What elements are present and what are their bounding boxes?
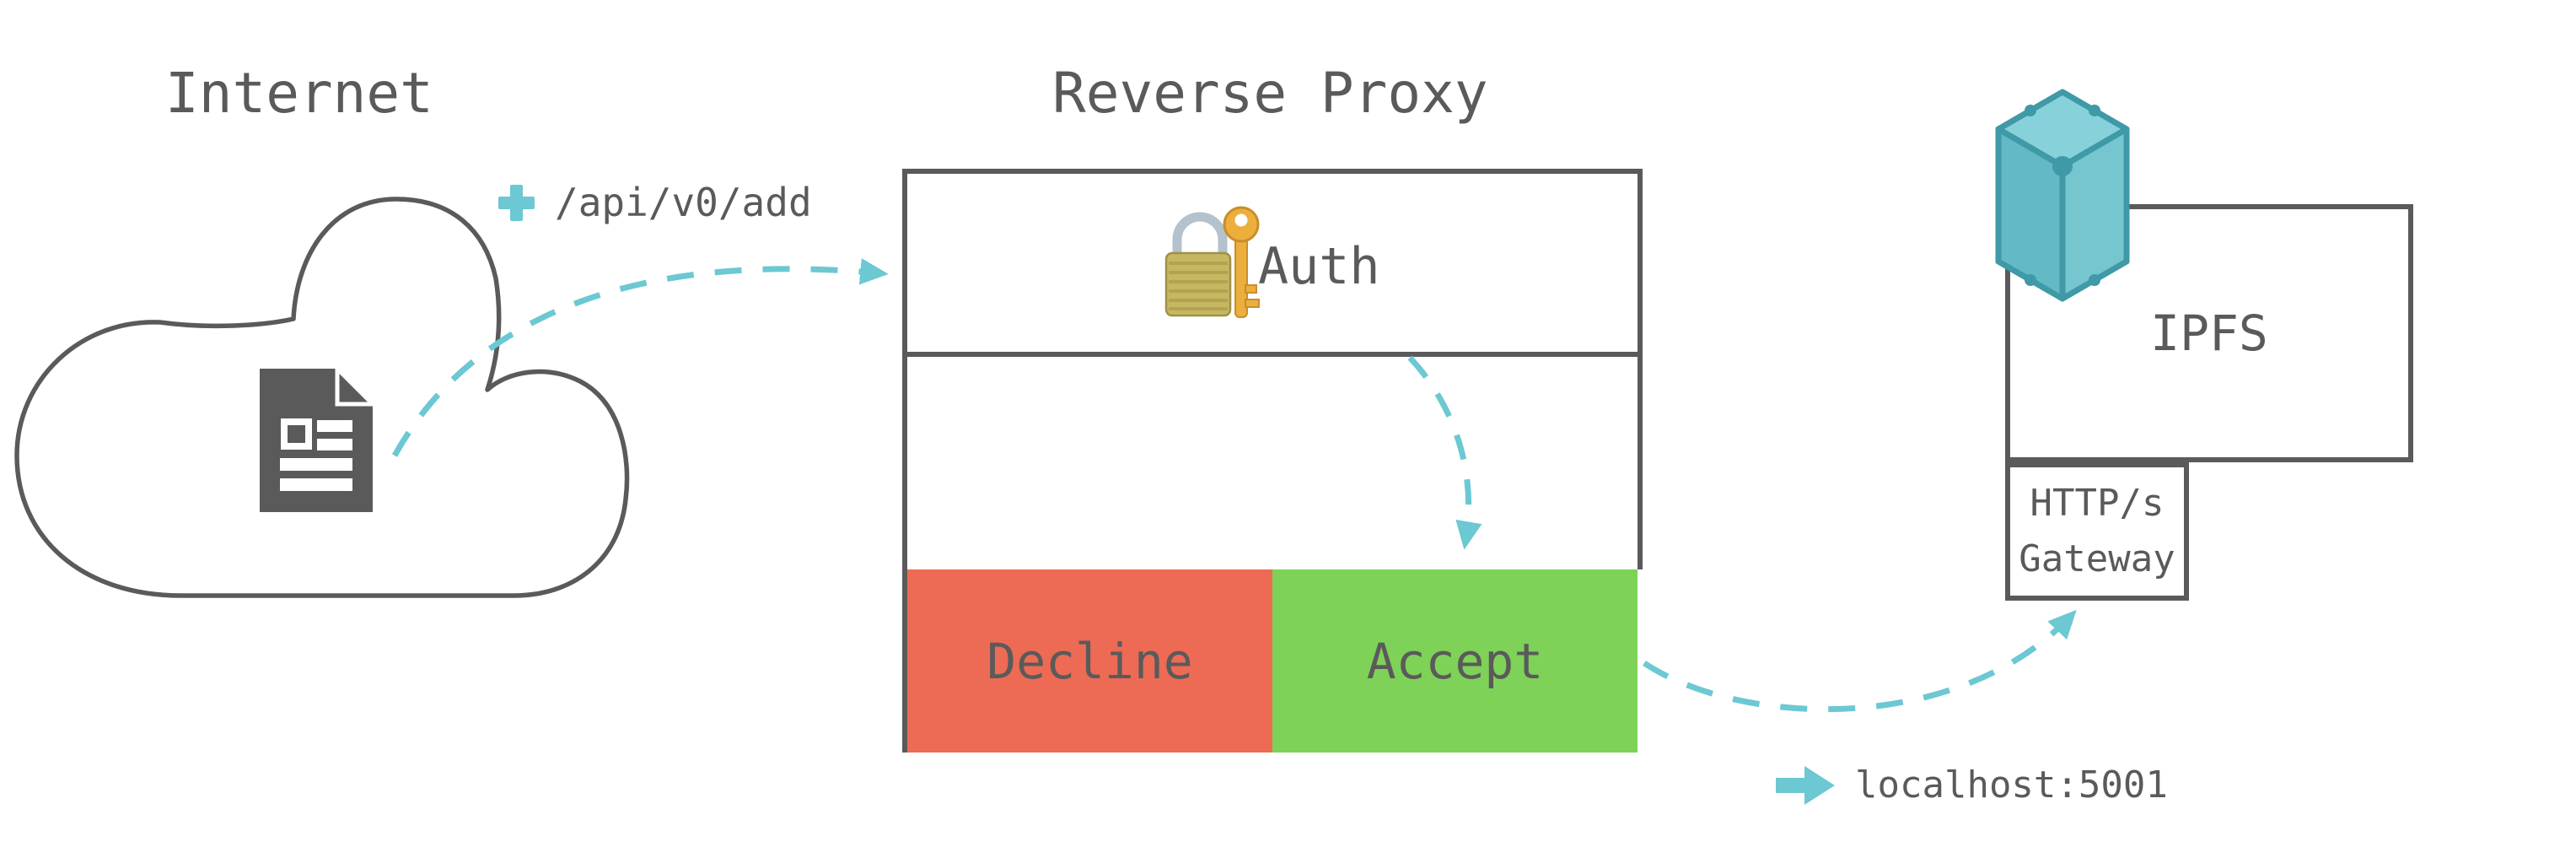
decline-button[interactable]: Decline bbox=[907, 569, 1272, 753]
plus-icon bbox=[498, 185, 535, 221]
internet-title: Internet bbox=[165, 61, 433, 126]
internet-cloud bbox=[14, 197, 630, 598]
accept-button[interactable]: Accept bbox=[1272, 569, 1638, 753]
http-gateway-box: HTTP/s Gateway bbox=[2005, 462, 2189, 601]
api-path-label: /api/v0/add bbox=[555, 180, 812, 225]
decline-label: Decline bbox=[987, 632, 1193, 690]
reverse-proxy-box bbox=[902, 169, 1643, 753]
auth-label: Auth bbox=[1258, 237, 1380, 296]
endpoint-label: localhost:5001 bbox=[1855, 763, 2168, 807]
gateway-label-line2: Gateway bbox=[2019, 537, 2175, 580]
auth-section-divider bbox=[902, 352, 1643, 357]
reverse-proxy-box-right-border bbox=[1638, 169, 1643, 569]
document-icon bbox=[260, 363, 379, 512]
ipfs-title: IPFS bbox=[2150, 305, 2268, 362]
ipfs-box: IPFS bbox=[2005, 204, 2413, 462]
reverse-proxy-title: Reverse Proxy bbox=[1052, 61, 1488, 126]
request-arrow bbox=[391, 258, 889, 457]
accept-label: Accept bbox=[1366, 632, 1544, 690]
gateway-label-line1: HTTP/s bbox=[2030, 482, 2165, 525]
accept-gateway-arrow bbox=[1643, 609, 2077, 713]
arrow-right-icon bbox=[1776, 766, 1835, 805]
